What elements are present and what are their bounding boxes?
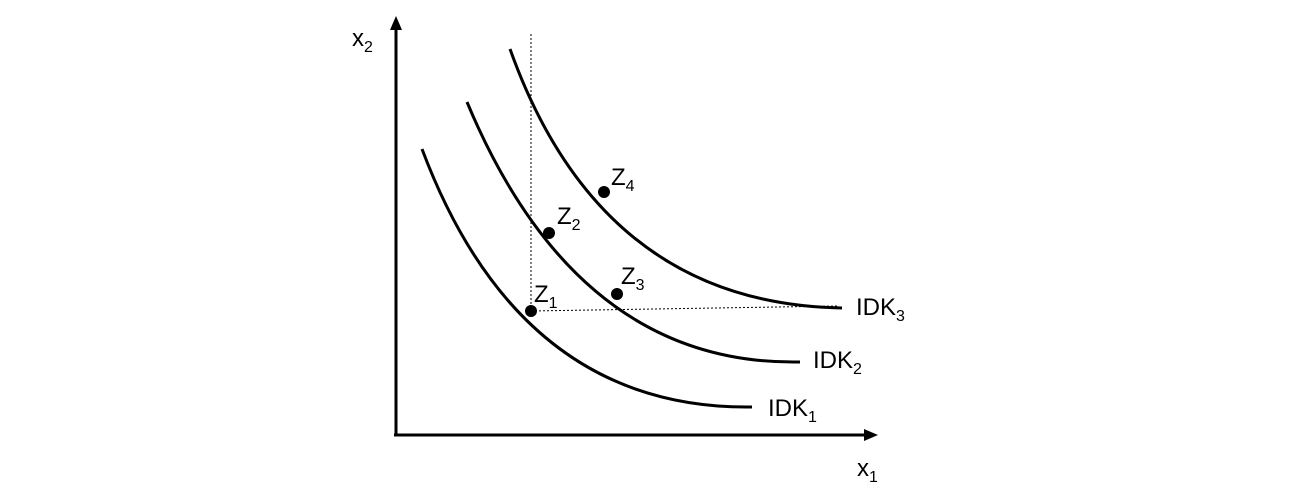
indifference-curve-3 [508, 48, 843, 310]
curve-label-1: IDK1 [768, 395, 817, 426]
point-z3 [611, 288, 623, 300]
point-label-z2: Z2 [557, 203, 581, 234]
y-axis-arrowhead [390, 16, 402, 30]
x-axis-arrowhead [864, 429, 878, 441]
y-axis-label: x2 [352, 25, 373, 56]
horizontal-guide-line [530, 305, 839, 312]
curve-label-2: IDK2 [813, 347, 862, 378]
indifference-curve-2 [465, 101, 801, 364]
point-label-z3: Z3 [621, 263, 645, 294]
indifference-curve-1 [420, 148, 753, 409]
point-z1 [525, 305, 537, 317]
point-z2 [543, 227, 555, 239]
point-label-z1: Z1 [534, 281, 558, 312]
curve-label-3: IDK3 [856, 294, 905, 325]
point-label-z4: Z4 [611, 164, 635, 195]
point-z4 [598, 186, 610, 198]
x-axis-label: x1 [857, 455, 878, 486]
